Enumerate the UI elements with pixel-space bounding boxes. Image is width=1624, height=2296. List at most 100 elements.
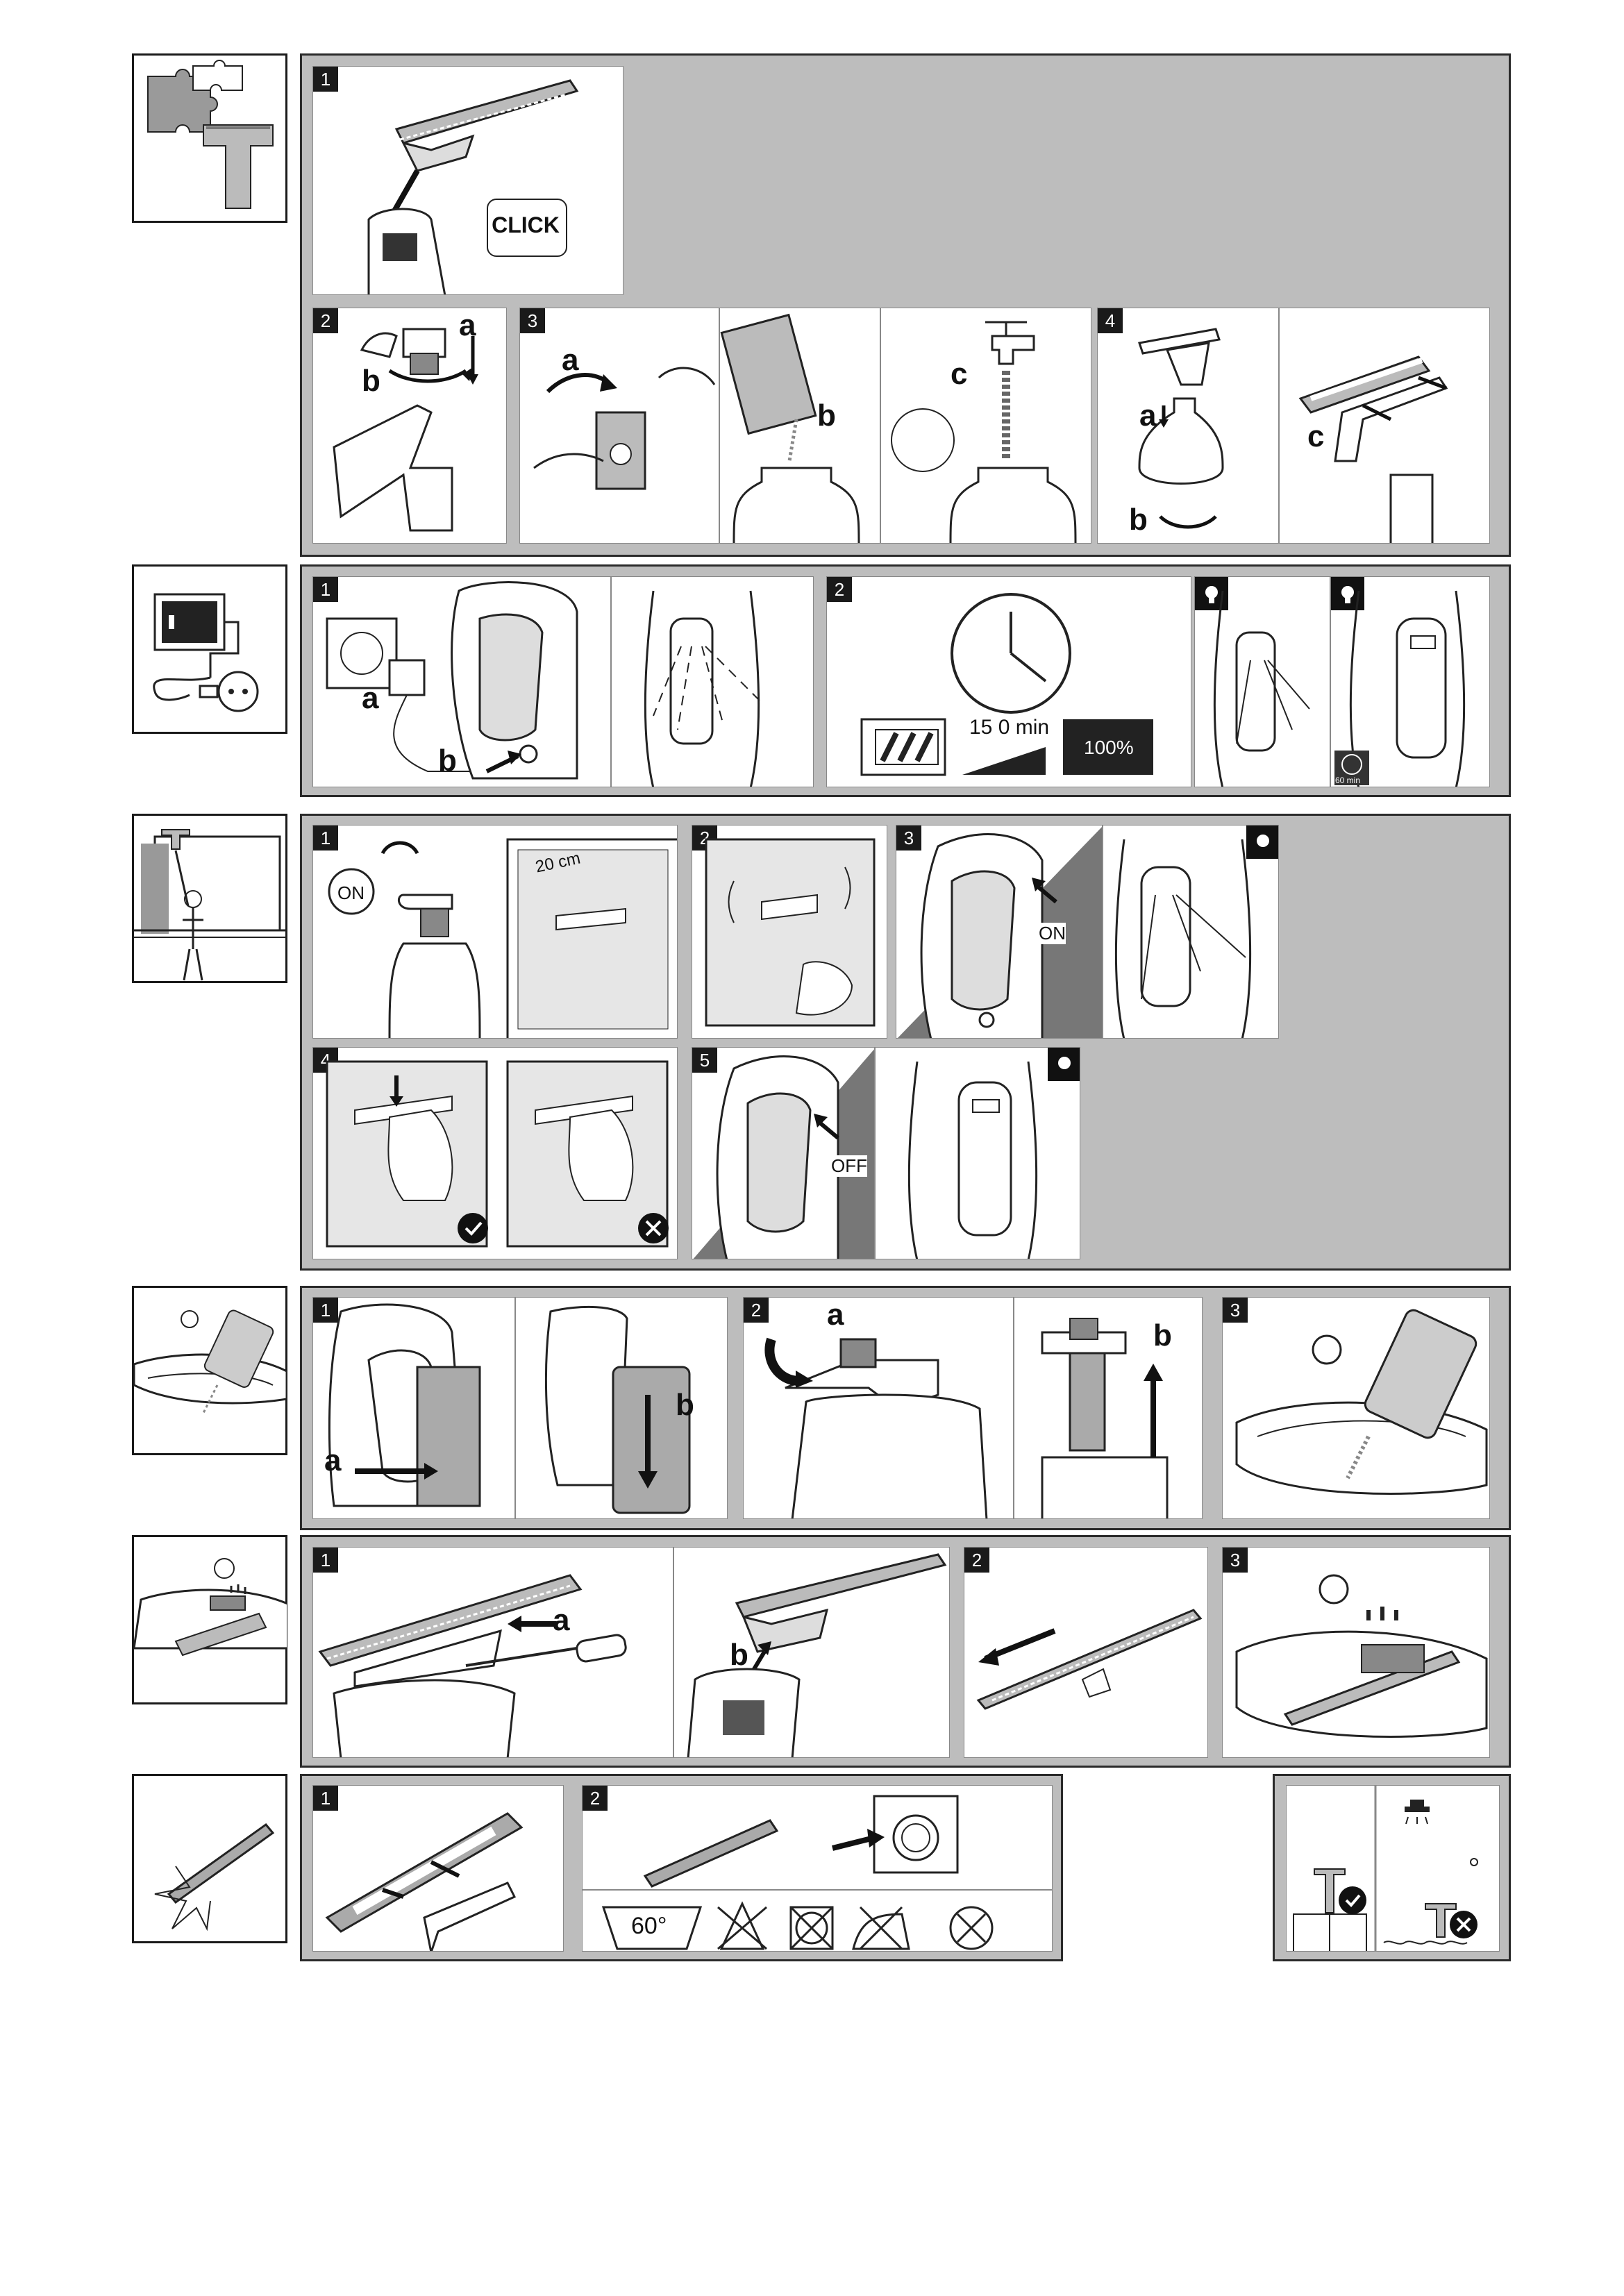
checkmark-icon (458, 1213, 488, 1243)
pour-tank-illustration (1235, 1309, 1488, 1495)
blade-step-3-panel: 3 (1222, 1547, 1490, 1758)
wash-60-symbol (601, 1906, 703, 1950)
step-4-panel: 4 a b (1097, 308, 1279, 544)
label-b: b (1129, 503, 1148, 537)
cloth-step-2-panel: 2 60° (582, 1785, 1053, 1952)
remove-cap-illustration (1041, 1318, 1169, 1518)
blade-step-2-panel: 2 (964, 1547, 1208, 1758)
label-b: b (438, 744, 457, 778)
no-dry-clean-symbol (949, 1906, 994, 1950)
empty-step-1-panel: 1 a (312, 1297, 515, 1519)
cleaning-blade-icon (134, 1558, 287, 1657)
clean-step-5-panel: 5 OFF (692, 1047, 875, 1259)
detach-blade-illustration (687, 1553, 947, 1757)
section-icon-blade (132, 1535, 287, 1704)
lamp-off-illustration (907, 1057, 1071, 1259)
no-tumble-dry-symbol (789, 1906, 834, 1950)
clean-step-1-panel: 1 ON 20 cm (312, 825, 678, 1039)
charge-step-3-panel (1194, 576, 1330, 787)
click-callout (487, 199, 567, 257)
step-number: 1 (313, 577, 338, 602)
section-icon-assembly (132, 53, 287, 223)
step-number: 1 (313, 1548, 338, 1573)
step-3c-panel: c (880, 308, 1091, 544)
wipe-window-illustration (705, 838, 876, 1027)
tank-emptying-icon (134, 1309, 287, 1414)
label-a: a (562, 343, 579, 377)
storage-illustration (1293, 1786, 1478, 1951)
spray-head-illustration (333, 328, 478, 532)
no-bleach-symbol (717, 1901, 767, 1950)
step-number: 2 (583, 1786, 608, 1811)
clean-step-3-panel: 3 ON (896, 825, 1103, 1039)
label-b: b (362, 364, 380, 398)
step-number: 1 (313, 1298, 338, 1323)
step-number: 1 (313, 67, 338, 92)
empty-step-2-panel: 2 a (743, 1297, 1014, 1519)
label-a: a (459, 308, 476, 342)
wash-temp-label: 60° (631, 1913, 667, 1939)
step-number: 1 (313, 826, 338, 850)
label-c: c (951, 357, 968, 391)
step-4c-panel: c (1279, 308, 1490, 544)
blade-step-1-panel: 1 a (312, 1547, 673, 1758)
step-3-panel: 3 a (519, 308, 719, 544)
blade-step-1b-panel: b (673, 1547, 950, 1758)
label-a: a (827, 1298, 844, 1332)
empty-step-1b-panel: b (515, 1297, 728, 1519)
lamp-on-illustration (1205, 586, 1310, 787)
charge-step-1-panel: 1 a b (312, 576, 611, 787)
step-number: 2 (313, 308, 338, 333)
step-number: 5 (692, 1048, 717, 1073)
attach-bottle-illustration (1138, 328, 1224, 529)
lamp-off-illustration (1334, 586, 1466, 787)
empty-step-2b-panel: b (1014, 1297, 1203, 1519)
wash-cloth-illustration (583, 1795, 1052, 1950)
battery-full-label: 100% (1084, 737, 1134, 758)
on-label: ON (337, 882, 365, 903)
cloth-replacement-icon (154, 1822, 275, 1932)
step-number: 3 (520, 308, 545, 333)
blade-click-illustration (367, 79, 579, 294)
squeegee-window-illustration (326, 1060, 669, 1248)
unscrew-blade-illustration (318, 1574, 627, 1757)
tear-sachet-illustration (533, 367, 716, 490)
label-a: a (324, 1443, 342, 1477)
sixty-min-label: 60 min (1335, 776, 1361, 785)
step-number: 3 (1223, 1298, 1248, 1323)
fill-water-illustration (891, 321, 1077, 543)
step-number: 2 (827, 577, 852, 602)
light-beam-illustration (1114, 835, 1269, 1038)
step-number: 1 (313, 1786, 338, 1811)
label-b: b (1153, 1318, 1172, 1352)
charge-step-2-panel: 2 15 0 min 100% (826, 576, 1191, 787)
section-icon-cloth (132, 1774, 287, 1943)
remove-cloth-illustration (325, 1812, 524, 1951)
off-label: OFF (831, 1155, 867, 1177)
label-b: b (730, 1638, 748, 1672)
label-b: b (676, 1388, 694, 1422)
step-number: 4 (1098, 308, 1123, 333)
step-2-panel: 2 a b (312, 308, 507, 544)
remove-tank-illustration (328, 1303, 481, 1507)
clean-step-4-panel: 4 (312, 1047, 678, 1259)
cloth-step-1-panel: 1 (312, 1785, 564, 1952)
rinse-blade-illustration (1235, 1574, 1488, 1738)
step-number: 3 (1223, 1548, 1248, 1573)
step-1-panel: 1 CLICK (312, 66, 623, 295)
label-b: b (817, 399, 836, 433)
charge-time-illustration (860, 593, 1153, 776)
checkmark-icon (1339, 1886, 1366, 1914)
no-iron-symbol (852, 1913, 910, 1950)
mount-cloth-illustration (1298, 355, 1448, 543)
battery-charging-icon (153, 593, 259, 712)
slide-blade-illustration (976, 1609, 1203, 1710)
switch-on-illustration (897, 827, 1102, 1038)
step-number: 2 (744, 1298, 769, 1323)
clean-step-3b-panel (1103, 825, 1279, 1039)
label-c: c (1307, 419, 1325, 453)
label-a: a (1139, 399, 1157, 433)
charge-step-1b-panel (611, 576, 814, 787)
label-a: a (362, 681, 379, 715)
pull-tank-illustration (544, 1305, 691, 1514)
